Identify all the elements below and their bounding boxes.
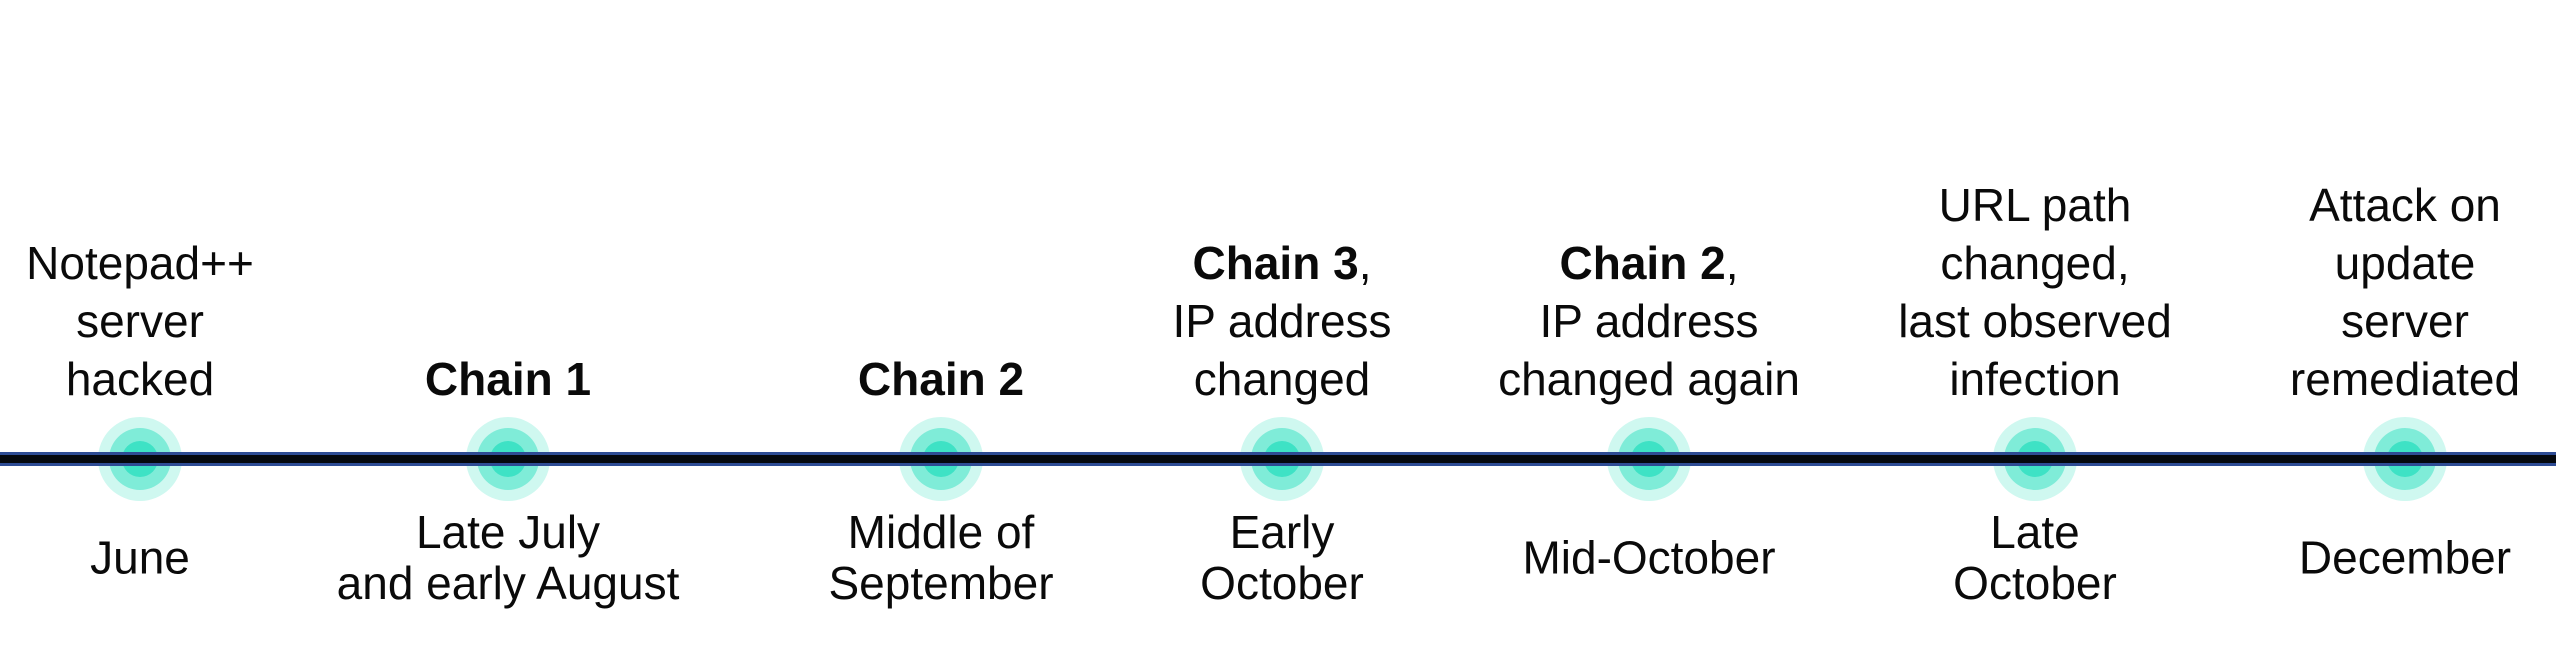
event-title-bold: Chain 2: [1559, 237, 1726, 289]
event-date: Late October: [1953, 506, 2117, 609]
event-title: Attack on update server remediated: [2290, 176, 2520, 408]
event-title-rest: Attack on update server remediated: [2289, 179, 2521, 405]
event-title-rest: , IP address changed: [1172, 237, 1392, 405]
event-title-rest: , IP address changed again: [1498, 237, 1800, 405]
event-title-rest: URL path changed, last observed infectio…: [1898, 179, 2172, 405]
event-title-bold: Chain 2: [857, 353, 1025, 405]
event-title-bold: Chain 1: [424, 353, 592, 405]
timeline-line: [0, 452, 2556, 466]
event-date: Middle of September: [828, 506, 1054, 609]
event-date: December: [2298, 531, 2512, 584]
event-title: Chain 3, IP address changed: [1172, 234, 1391, 408]
event-title: URL path changed, last observed infectio…: [1898, 176, 2172, 408]
event-title: Chain 2: [858, 350, 1024, 408]
event-title-bold: Chain 3: [1192, 237, 1359, 289]
event-title-rest: Notepad++ server hacked: [26, 237, 254, 405]
event-date: Mid-October: [1522, 531, 1776, 584]
event-date: June: [90, 531, 190, 584]
event-date: Early October: [1200, 506, 1364, 609]
event-date: Late July and early August: [336, 506, 680, 609]
event-title: Notepad++ server hacked: [26, 234, 254, 408]
event-title: Chain 2, IP address changed again: [1498, 234, 1800, 408]
event-title: Chain 1: [425, 350, 591, 408]
